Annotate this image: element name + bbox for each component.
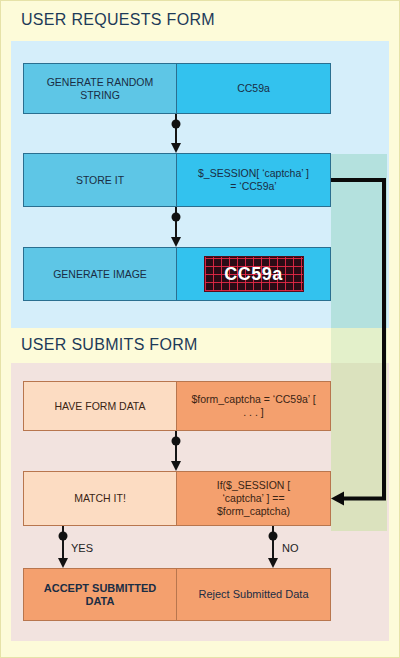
section-band: USER REQUESTS FORMGENERATE RANDOM STRING… [11, 41, 389, 328]
flow-arrow [331, 180, 384, 506]
flow-dot [269, 532, 278, 541]
code-text: $_SESSION[ ‘captcha’ ] = ‘CC59a’ [177, 154, 330, 206]
flow-arrow [268, 526, 278, 568]
flow-line [62, 526, 64, 559]
flow-line [175, 431, 177, 462]
result-text: ACCEPT SUBMITTED DATA [24, 569, 176, 620]
flow-arrow [171, 114, 181, 153]
captcha-cell: CC59a [177, 248, 330, 300]
result-box: Reject Submitted Data [176, 568, 331, 621]
flow-dot [172, 213, 181, 222]
code-text: If($_SESSION [ ‘captcha’ ] == $form_capt… [177, 472, 330, 525]
captcha-image: CC59a [204, 256, 304, 292]
process-row: HAVE FORM DATA$form_captcha = ‘CC59a’ [ … [23, 381, 331, 431]
arrow-head [331, 492, 344, 506]
flow-arrow [171, 207, 181, 247]
flow-arrow [171, 431, 181, 471]
captcha-text: CC59a [224, 268, 283, 281]
arrow-head [171, 461, 181, 471]
arrow-head [171, 143, 181, 153]
flow-line [175, 207, 177, 238]
step-label: MATCH IT! [24, 472, 177, 525]
flow-arrow [58, 526, 68, 568]
step-label: HAVE FORM DATA [24, 382, 177, 430]
flow-line [175, 114, 177, 144]
section-heading: USER REQUESTS FORM [21, 11, 215, 29]
section-heading: USER SUBMITS FORM [21, 336, 198, 354]
step-label: GENERATE RANDOM STRING [24, 64, 177, 113]
flow-dot [172, 120, 181, 129]
step-label: GENERATE IMAGE [24, 248, 177, 300]
process-row: GENERATE RANDOM STRINGCC59a [23, 63, 331, 114]
flow-line [331, 180, 384, 499]
code-text: CC59a [177, 64, 330, 113]
process-row: GENERATE IMAGE CC59a [23, 247, 331, 301]
branch-label: YES [71, 542, 93, 554]
section-band: USER SUBMITS FORMHAVE FORM DATA$form_cap… [11, 363, 389, 641]
flow-dot [172, 437, 181, 446]
arrow-head [58, 558, 68, 568]
flow-line [272, 526, 274, 559]
code-text: $form_captcha = ‘CC59a’ [ . . . ] [177, 382, 330, 430]
arrow-head [268, 558, 278, 568]
arrow-head [171, 237, 181, 247]
branch-label: NO [282, 542, 299, 554]
process-row: STORE IT$_SESSION[ ‘captcha’ ] = ‘CC59a’ [23, 153, 331, 207]
step-label: STORE IT [24, 154, 177, 206]
highlight-strip-gap [331, 328, 387, 363]
flow-dot [59, 532, 68, 541]
result-box: ACCEPT SUBMITTED DATA [23, 568, 177, 621]
decision-row: MATCH IT!If($_SESSION [ ‘captcha’ ] == $… [23, 471, 331, 526]
result-text: Reject Submitted Data [184, 569, 322, 620]
